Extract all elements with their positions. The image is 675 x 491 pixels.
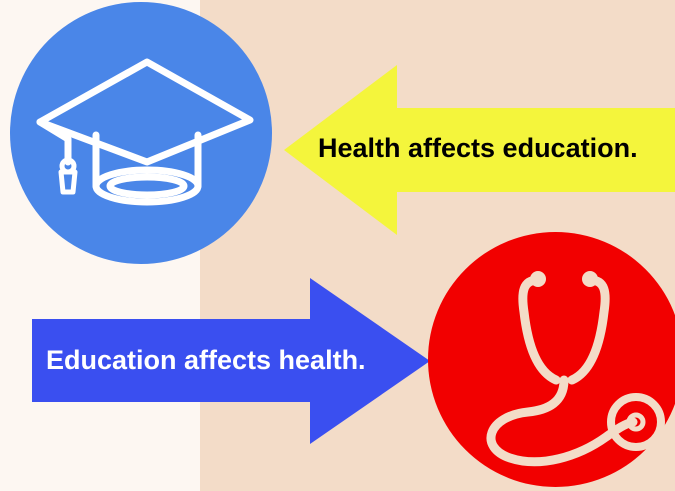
health-affects-education-label: Health affects education.	[318, 133, 638, 163]
health-circle	[428, 232, 675, 487]
education-affects-health-label: Education affects health.	[46, 345, 366, 375]
graduation-cap-icon	[36, 58, 254, 206]
health-affects-education-arrow: Health affects education.	[284, 65, 675, 235]
education-circle	[10, 2, 272, 264]
stethoscope-icon	[486, 271, 665, 467]
education-affects-health-arrow: Education affects health.	[32, 278, 430, 444]
